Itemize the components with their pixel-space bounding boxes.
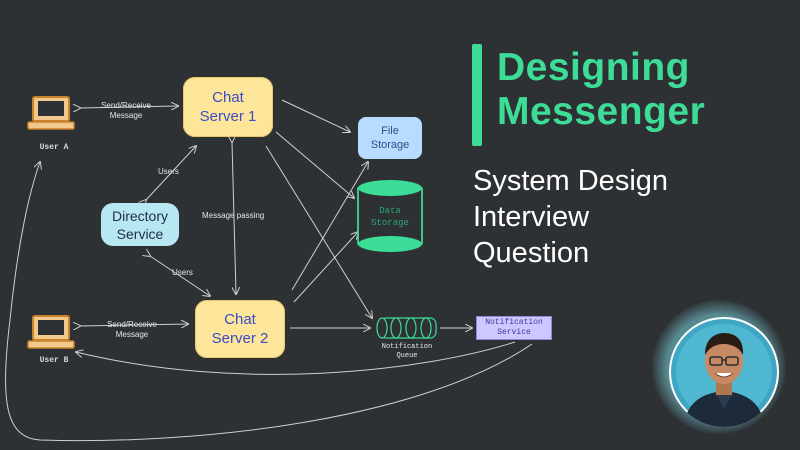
data-storage-line1: Data	[379, 206, 401, 216]
chat-server-2-line1: Chat	[224, 311, 256, 328]
edge-server1-queue	[265, 145, 372, 318]
notification-service: Notification Service	[476, 316, 552, 340]
data-storage-label: Data Storage	[358, 205, 422, 229]
edge-server1-server2	[232, 142, 236, 294]
edge-notification-userb	[76, 341, 516, 375]
file-storage-line2: Storage	[370, 139, 410, 151]
edge-notification-usera	[4, 162, 533, 442]
user-b-computer-icon	[27, 315, 75, 349]
edge-server1-file	[281, 99, 350, 132]
title-line2: Messenger	[497, 90, 706, 133]
title-accent-bar	[472, 44, 482, 146]
notification-service-line1: Notification	[485, 318, 543, 327]
send-receive-label-a: Send/Receive Message	[96, 101, 156, 121]
users-label-bottom: Users	[172, 268, 193, 277]
directory-service-line1: Directory	[111, 207, 168, 224]
notification-queue-label: Notification Queue	[372, 343, 442, 361]
edge-usera-server1	[80, 106, 178, 108]
send-receive-a-line1: Send/Receive	[101, 101, 151, 110]
send-receive-label-b: Send/Receive Message	[102, 320, 162, 340]
send-receive-b-line1: Send/Receive	[107, 320, 157, 329]
edge-server2-file	[291, 162, 368, 291]
presenter-photo	[671, 319, 777, 427]
chat-server-2: Chat Server 2	[195, 300, 285, 358]
data-storage-cylinder	[357, 180, 423, 252]
title-line1: Designing	[497, 46, 691, 89]
subtitle: System Design Interview Question	[473, 163, 668, 271]
edge-directory-server1	[146, 146, 196, 200]
notification-service-line2: Service	[497, 328, 531, 337]
notification-queue-shape	[376, 317, 437, 339]
subtitle-line3: Question	[473, 237, 590, 269]
user-b-label: User B	[39, 356, 69, 365]
subtitle-line2: Interview	[473, 201, 590, 233]
file-storage-line1: File	[381, 125, 399, 137]
chat-server-1: Chat Server 1	[183, 77, 273, 137]
send-receive-a-line2: Message	[109, 111, 143, 120]
edge-server2-data	[293, 232, 358, 303]
title: Designing Messenger	[497, 46, 705, 134]
edge-directory-server2	[150, 256, 210, 296]
notification-queue-line2: Queue	[396, 352, 418, 360]
subtitle-line1: System Design	[473, 165, 669, 197]
user-a-label: User A	[39, 143, 69, 152]
directory-service: Directory Service	[101, 203, 179, 246]
send-receive-b-line2: Message	[115, 330, 149, 339]
chat-server-1-line1: Chat	[212, 89, 244, 106]
message-passing-label: Message passing	[202, 211, 265, 220]
directory-service-line2: Service	[116, 225, 164, 242]
users-label-top: Users	[158, 167, 179, 176]
chat-server-2-line2: Server 2	[211, 330, 269, 347]
chat-server-1-line2: Server 1	[199, 108, 257, 125]
edge-userb-server2	[80, 324, 188, 326]
edge-server1-data	[275, 131, 354, 198]
notification-queue-line1: Notification	[381, 343, 433, 351]
data-storage-line2: Storage	[371, 218, 409, 228]
file-storage: File Storage	[358, 117, 422, 159]
presenter-avatar	[669, 317, 779, 427]
user-a-computer-icon	[27, 96, 75, 130]
